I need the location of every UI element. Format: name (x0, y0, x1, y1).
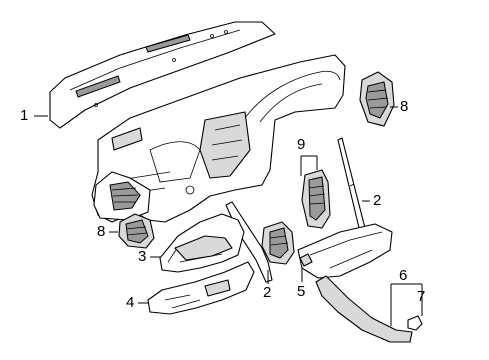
lower-side-trim (315, 275, 413, 343)
leader-lines (34, 106, 423, 326)
callout-1: 1 (20, 107, 29, 124)
side-vent-lower (118, 213, 155, 249)
retainer-clip (407, 315, 423, 331)
callout-2-center: 2 (263, 284, 272, 301)
dash-upper-panel (49, 21, 276, 129)
callout-4: 4 (126, 294, 135, 311)
lower-knee-panel (147, 261, 255, 315)
instrument-panel (91, 54, 346, 223)
callout-5: 5 (297, 283, 306, 300)
center-vents (261, 169, 331, 265)
glove-box (297, 223, 393, 279)
a-pillar-trim-strip (337, 137, 366, 233)
callout-6: 6 (399, 267, 408, 284)
side-vent-upper (359, 71, 395, 127)
callout-3: 3 (138, 248, 147, 265)
callout-8-lower: 8 (97, 223, 106, 240)
callout-9: 9 (297, 136, 306, 153)
cluster-bezel (159, 213, 245, 273)
callout-8-upper: 8 (400, 98, 409, 115)
callout-2-right: 2 (373, 192, 382, 209)
callout-7: 7 (417, 288, 426, 305)
